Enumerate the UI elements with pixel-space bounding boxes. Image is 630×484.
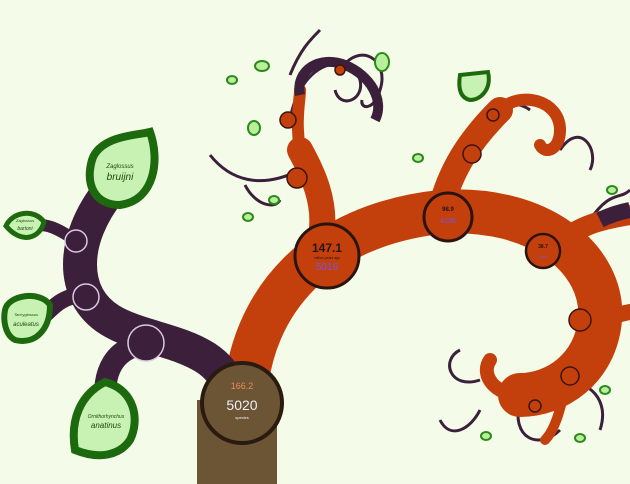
small-orange-nodes[interactable] [279, 64, 592, 413]
node-age: 98.9 [442, 207, 454, 213]
root-node[interactable]: 166.2 5020 species [200, 361, 284, 445]
leaf-zaglossus-bruijni[interactable]: Zaglossus bruijni [85, 127, 159, 210]
leaf-zaglossus-bartoni[interactable]: Zaglossus bartoni [3, 210, 47, 240]
node-98[interactable]: 98.9 4196 [422, 191, 474, 243]
leaf-tachyglossus-aculeatus[interactable]: Tachyglossus aculeatus [1, 292, 54, 344]
root-age: 166.2 [231, 381, 254, 391]
purple-nodes[interactable] [64, 229, 165, 362]
leaf-species: bartoni [17, 226, 33, 232]
node-count: 4196 [440, 218, 456, 225]
purple-twig-top [294, 56, 384, 123]
node-count: 5016 [316, 262, 339, 273]
leaf-genus: Zaglossus [105, 164, 133, 170]
root-unit: species [235, 415, 249, 420]
node-age-unit: million years ago [314, 256, 340, 260]
leaf-genus: Zaglossus [15, 218, 34, 223]
node-147[interactable]: 147.1 million years ago 5016 [293, 222, 361, 290]
leaf-genus: Tachyglossus [14, 312, 38, 317]
node-age: 147.1 [312, 241, 342, 255]
leaf-species: anatinus [91, 421, 121, 430]
purple-twig-right [596, 202, 630, 228]
purple-branch [34, 173, 249, 417]
node-age: 38.7 [538, 244, 548, 250]
node-count: 1099 [539, 254, 549, 259]
root-count: 5020 [226, 397, 257, 413]
leaf-species: bruijni [107, 172, 134, 183]
leaf-zaglossus-top[interactable] [457, 69, 491, 103]
node-38[interactable]: 38.7 1099 [524, 232, 562, 270]
leaf-species: aculeatus [13, 322, 39, 328]
leaf-ornithorhynchus-anatinus[interactable]: Ornithorhynchus anatinus [69, 377, 139, 460]
leaf-genus: Ornithorhynchus [88, 414, 125, 420]
